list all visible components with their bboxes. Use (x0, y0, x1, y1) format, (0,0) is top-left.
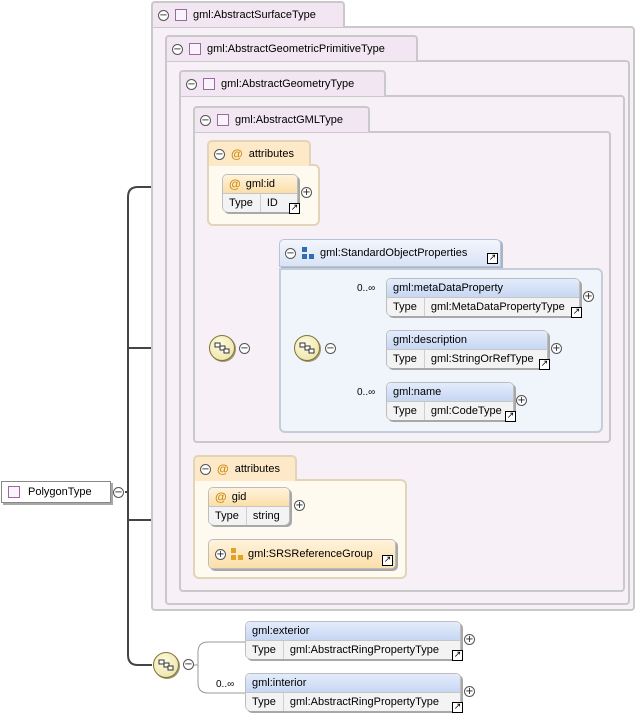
collapse-root-icon[interactable]: − (113, 487, 124, 498)
collapse-icon[interactable]: − (172, 43, 183, 55)
attributes-label: attributes (248, 148, 294, 160)
frame-title: gml:AbstractSurfaceType (193, 9, 316, 21)
frame-title: gml:AbstractGeometricPrimitiveType (207, 43, 385, 55)
expand-icon[interactable]: + (301, 187, 312, 198)
occurrence-label: 0..∞ (357, 283, 376, 294)
element-name: gml:interior (252, 677, 307, 689)
element-node-name[interactable]: gml:name Type gml:CodeType ↗ (386, 382, 516, 422)
type-value: gml:CodeType (430, 405, 502, 417)
expand-icon[interactable]: + (464, 686, 475, 697)
type-label: Type (223, 194, 261, 212)
frame-tab-abstract-geometric-primitive-type[interactable]: − gml:AbstractGeometricPrimitiveType (165, 35, 418, 61)
type-value: gml:MetaDataPropertyType (430, 301, 565, 313)
type-value: string (252, 510, 280, 522)
collapse-icon[interactable]: − (285, 247, 296, 259)
attribute-group-icon (231, 548, 243, 560)
frame-title: gml:AbstractGMLType (235, 114, 343, 126)
collapse-icon[interactable]: − (200, 114, 211, 126)
frame-tab-abstract-geometry-type[interactable]: − gml:AbstractGeometryType (179, 70, 386, 96)
type-label: Type (209, 507, 247, 525)
attribute-icon: @ (231, 147, 243, 161)
complex-type-icon (217, 114, 229, 126)
type-label: Type (387, 402, 425, 420)
attributes-label: attributes (234, 463, 280, 475)
root-node-polygon-type[interactable]: PolygonType (1, 481, 111, 503)
attribute-name: gid (231, 491, 247, 503)
goto-type-icon[interactable]: ↗ (452, 650, 463, 661)
attribute-node-gid[interactable]: @ gid Type string (208, 487, 290, 525)
type-label: Type (387, 350, 425, 368)
element-node-metadata-property[interactable]: gml:metaDataProperty Type gml:MetaDataPro… (386, 278, 582, 318)
attribute-icon: @ (229, 177, 241, 191)
collapse-icon[interactable]: − (158, 9, 169, 21)
collapse-sequence-icon[interactable]: − (183, 659, 194, 670)
goto-type-icon[interactable]: ↗ (452, 702, 463, 713)
collapse-sequence-icon[interactable]: − (325, 343, 336, 354)
complex-type-icon (175, 9, 187, 21)
attribute-group-srs-reference[interactable]: + gml:SRSReferenceGroup ↗ (208, 539, 396, 569)
group-icon (302, 247, 314, 259)
expand-icon[interactable]: + (583, 291, 594, 302)
attribute-node-gml-id[interactable]: @ gml:id Type ID ↗ (222, 174, 300, 214)
attributes-tab[interactable]: − @ attributes (207, 140, 311, 166)
element-name: gml:metaDataProperty (393, 282, 504, 294)
standard-object-properties-tab[interactable]: − gml:StandardObjectProperties ↗ (279, 239, 501, 267)
collapse-icon[interactable]: − (200, 463, 211, 475)
collapse-icon[interactable]: − (186, 78, 197, 90)
element-name: gml:exterior (252, 625, 310, 637)
type-value: gml:AbstractRingPropertyType (289, 644, 440, 656)
frame-title: gml:AbstractGeometryType (221, 78, 355, 90)
attributes-tab[interactable]: − @ attributes (193, 455, 297, 481)
element-node-exterior[interactable]: gml:exterior Type gml:AbstractRingPropert… (245, 621, 463, 661)
goto-type-icon[interactable]: ↗ (571, 307, 582, 318)
type-value: gml:StringOrRefType (430, 353, 534, 365)
frame-tab-abstract-surface-type[interactable]: − gml:AbstractSurfaceType (151, 1, 345, 27)
frame-tab-abstract-gml-type[interactable]: − gml:AbstractGMLType (193, 106, 370, 132)
type-label: Type (387, 298, 425, 316)
complex-type-icon (189, 43, 201, 55)
goto-type-icon[interactable]: ↗ (289, 203, 300, 214)
occurrence-label: 0..∞ (216, 679, 235, 690)
goto-group-icon[interactable]: ↗ (382, 555, 393, 566)
expand-icon[interactable]: + (551, 343, 562, 354)
collapse-icon[interactable]: − (214, 148, 225, 160)
expand-icon[interactable]: + (215, 548, 226, 560)
goto-group-icon[interactable]: ↗ (487, 253, 498, 264)
type-label: Type (246, 693, 284, 711)
type-label: Type (246, 641, 284, 659)
expand-icon[interactable]: + (464, 634, 475, 645)
goto-type-icon[interactable]: ↗ (539, 359, 550, 370)
sequence-icon[interactable] (153, 652, 179, 678)
attribute-icon: @ (217, 462, 229, 476)
goto-type-icon[interactable]: ↗ (505, 411, 516, 422)
type-value: ID (266, 197, 278, 209)
complex-type-icon (203, 78, 215, 90)
occurrence-label: 0..∞ (357, 387, 376, 398)
collapse-sequence-icon[interactable]: − (239, 343, 250, 354)
group-title: gml:StandardObjectProperties (320, 247, 468, 259)
complex-type-icon (8, 486, 20, 498)
root-name: PolygonType (28, 486, 92, 498)
element-name: gml:description (393, 334, 467, 346)
expand-icon[interactable]: + (516, 395, 527, 406)
element-name: gml:name (393, 386, 442, 398)
expand-icon[interactable]: + (294, 500, 305, 511)
attribute-name: gml:id (245, 178, 276, 190)
sequence-icon[interactable] (209, 335, 235, 361)
attribute-icon: @ (215, 490, 227, 504)
element-node-interior[interactable]: gml:interior Type gml:AbstractRingPropert… (245, 673, 463, 713)
attribute-group-name: gml:SRSReferenceGroup (248, 548, 373, 560)
sequence-icon[interactable] (294, 335, 320, 361)
type-value: gml:AbstractRingPropertyType (289, 696, 440, 708)
